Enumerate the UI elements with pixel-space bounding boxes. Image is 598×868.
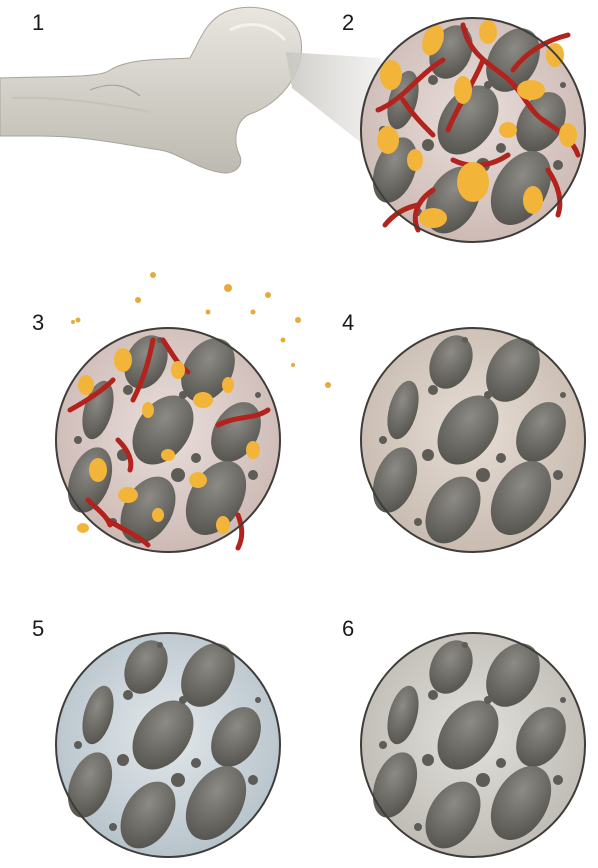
bone-section-panel-5 bbox=[56, 633, 280, 858]
panel-number-4: 4 bbox=[342, 312, 354, 334]
panel-number-2: 2 bbox=[342, 12, 354, 34]
femur-bone-illustration bbox=[0, 7, 302, 173]
panel-number-5: 5 bbox=[32, 618, 44, 640]
bone-section-panel-2 bbox=[361, 18, 585, 243]
bone-section-panel-6 bbox=[361, 633, 585, 858]
bone-section-panel-3 bbox=[56, 272, 331, 553]
panel-number-6: 6 bbox=[342, 618, 354, 640]
bone-section-panel-4 bbox=[361, 328, 585, 553]
panel-number-3: 3 bbox=[32, 312, 44, 334]
panel-number-1: 1 bbox=[32, 12, 44, 34]
